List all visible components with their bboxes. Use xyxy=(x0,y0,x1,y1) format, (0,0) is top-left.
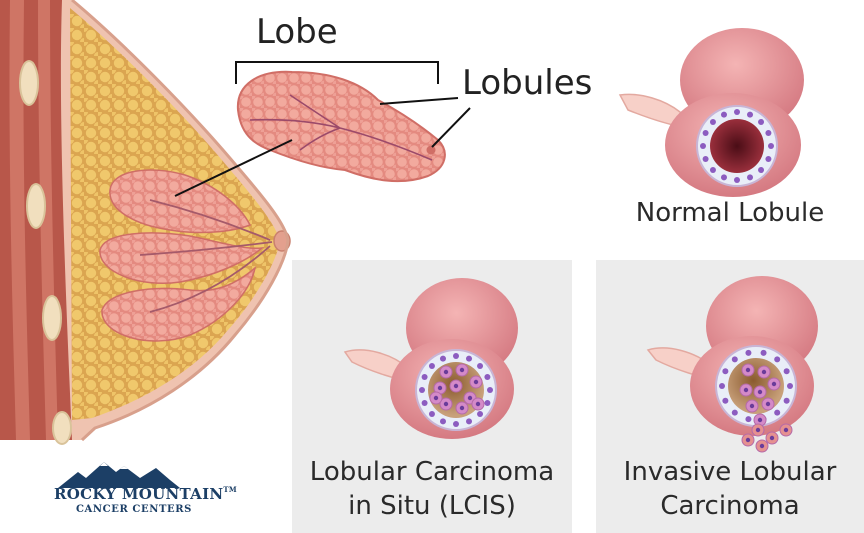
tumor-cell-nucleus xyxy=(460,406,464,410)
tumor-cell-nucleus xyxy=(746,368,750,372)
tumor-cell-nucleus xyxy=(772,382,776,386)
cell-nucleus xyxy=(419,387,425,393)
cell-nucleus xyxy=(422,374,428,380)
invasive-caption: Invasive Lobular Carcinoma xyxy=(596,455,864,523)
cell-nucleus xyxy=(484,374,490,380)
tumor-cell-nucleus xyxy=(758,418,762,422)
cell-nucleus xyxy=(429,411,435,417)
cell-nucleus xyxy=(466,418,472,424)
cell-nucleus xyxy=(719,383,725,389)
cell-nucleus xyxy=(703,156,709,162)
cell-nucleus xyxy=(747,112,753,118)
cell-nucleus xyxy=(429,363,435,369)
invasive-caption-line1: Invasive Lobular xyxy=(596,455,864,489)
lobules-pointer-2 xyxy=(432,108,470,147)
cell-nucleus xyxy=(700,143,706,149)
lobe-label: Lobe xyxy=(256,12,338,52)
tumor-cell-nucleus xyxy=(746,438,750,442)
logo-name: ROCKY MOUNTAIN xyxy=(54,485,223,503)
cell-nucleus xyxy=(732,410,738,416)
cell-nucleus xyxy=(734,109,740,115)
tumor-cell-nucleus xyxy=(438,386,442,390)
cell-nucleus xyxy=(734,177,740,183)
cell-nucleus xyxy=(453,421,459,427)
lobules-label: Lobules xyxy=(462,63,592,103)
cell-nucleus xyxy=(477,363,483,369)
cell-nucleus xyxy=(765,156,771,162)
tumor-cell-nucleus xyxy=(434,396,438,400)
tumor-cell-nucleus xyxy=(460,368,464,372)
lobules-pointer-1 xyxy=(380,98,458,104)
tumor-cell-nucleus xyxy=(454,384,458,388)
tumor-cell-nucleus xyxy=(744,388,748,392)
cell-nucleus xyxy=(722,368,728,374)
cell-nucleus xyxy=(710,119,716,125)
cell-nucleus xyxy=(765,130,771,136)
cell-nucleus xyxy=(747,174,753,180)
tumor-cell-nucleus xyxy=(444,370,448,374)
breast-cross-section xyxy=(0,0,290,444)
tumor-cell-nucleus xyxy=(474,380,478,384)
cell-nucleus xyxy=(484,400,490,406)
tumor-cell-nucleus xyxy=(756,428,760,432)
cell-nucleus xyxy=(477,411,483,417)
normal-lobule-caption: Normal Lobule xyxy=(596,196,864,230)
cell-nucleus xyxy=(758,167,764,173)
invasive-caption-line2: Carcinoma xyxy=(596,489,864,523)
tumor-cell-nucleus xyxy=(766,402,770,406)
cell-nucleus xyxy=(758,119,764,125)
cell-nucleus xyxy=(721,174,727,180)
cell-nucleus xyxy=(721,112,727,118)
lcis-caption: Lobular Carcinoma in Situ (LCIS) xyxy=(292,455,572,523)
cell-nucleus xyxy=(466,356,472,362)
cell-nucleus xyxy=(784,398,790,404)
cell-nucleus xyxy=(453,353,459,359)
tumor-cell-nucleus xyxy=(770,436,774,440)
cell-nucleus xyxy=(761,350,767,356)
cell-nucleus xyxy=(440,418,446,424)
tumor-cell-nucleus xyxy=(444,402,448,406)
tumor-cell-nucleus xyxy=(762,370,766,374)
cell-nucleus xyxy=(787,383,793,389)
cell-nucleus xyxy=(745,416,751,422)
tumor-cell-nucleus xyxy=(758,390,762,394)
lobe-detail xyxy=(238,72,445,181)
tumor-cell-nucleus xyxy=(476,402,480,406)
logo-trademark: TM xyxy=(223,485,237,494)
cell-nucleus xyxy=(722,398,728,404)
cell-nucleus xyxy=(774,410,780,416)
logo-subtitle: CANCER CENTERS xyxy=(76,504,192,515)
cell-nucleus xyxy=(732,356,738,362)
cell-nucleus xyxy=(422,400,428,406)
cell-nucleus xyxy=(784,368,790,374)
tumor-cell-nucleus xyxy=(750,404,754,408)
cell-nucleus xyxy=(774,356,780,362)
tumor-cell-nucleus xyxy=(784,428,788,432)
tumor-cell-nucleus xyxy=(760,444,764,448)
tumor-cell-nucleus xyxy=(468,396,472,400)
cell-nucleus xyxy=(487,387,493,393)
cell-nucleus xyxy=(710,167,716,173)
cell-nucleus xyxy=(440,356,446,362)
cell-nucleus xyxy=(768,143,774,149)
cell-nucleus xyxy=(745,350,751,356)
cell-nucleus xyxy=(703,130,709,136)
lcis-caption-line2: in Situ (LCIS) xyxy=(292,489,572,523)
lcis-caption-line1: Lobular Carcinoma xyxy=(292,455,572,489)
